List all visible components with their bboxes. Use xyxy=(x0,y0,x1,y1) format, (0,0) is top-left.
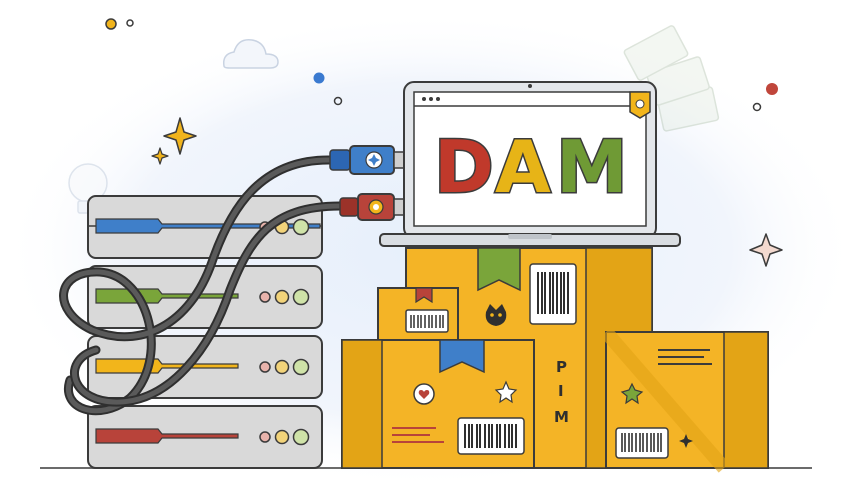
server-unit xyxy=(87,195,323,259)
dam-letter-a: A xyxy=(495,125,551,209)
cat-sticker-icon xyxy=(485,304,507,326)
barcode-icon xyxy=(405,309,449,333)
sparkle-icon xyxy=(749,233,783,267)
sparkle-icon xyxy=(151,147,169,165)
sparkle-icon xyxy=(679,434,693,448)
usb-plug-icon xyxy=(329,145,407,175)
usb-plug-icon xyxy=(339,193,407,221)
barcode-icon xyxy=(529,263,577,325)
price-tag-icon xyxy=(629,91,651,119)
barcode-icon xyxy=(457,417,525,455)
sparkle-icon xyxy=(163,117,197,155)
server-unit xyxy=(87,405,323,469)
label-lines xyxy=(658,349,712,365)
pim-letter-p: P xyxy=(556,358,567,376)
barcode-icon xyxy=(615,427,669,459)
money-stack-icon xyxy=(623,25,720,132)
pim-letter-i: I xyxy=(558,382,564,400)
decorative-dots xyxy=(105,18,778,112)
dam-letter-d: D xyxy=(434,125,494,209)
cardboard-box-small xyxy=(377,287,459,341)
cardboard-box-front xyxy=(341,339,535,469)
star-sticker-icon xyxy=(494,380,518,404)
star-sticker-icon xyxy=(620,382,644,405)
cables xyxy=(59,155,345,416)
dam-letter-m: M xyxy=(556,125,628,209)
laptop xyxy=(379,81,681,247)
cloud-icon xyxy=(222,39,279,69)
cardboard-box-right xyxy=(600,327,769,473)
pim-letter-m: M xyxy=(554,408,569,426)
label-lines xyxy=(392,427,444,443)
